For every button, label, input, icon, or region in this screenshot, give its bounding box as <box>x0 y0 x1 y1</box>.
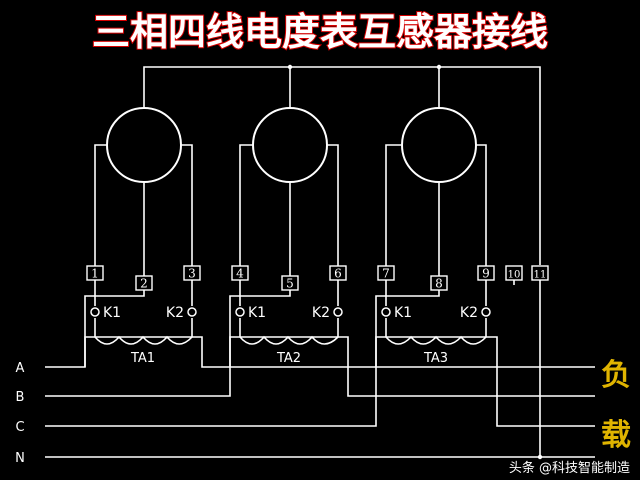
wires <box>45 64 595 460</box>
terminal-5: 5 <box>281 275 299 291</box>
tie-5 <box>229 290 291 367</box>
meter-1-coil-left <box>94 144 108 266</box>
terminal-label-10: 10 <box>508 270 521 281</box>
terminal-label-8: 8 <box>435 277 443 291</box>
k1-terminal-3 <box>381 307 391 317</box>
terminal-8: 8 <box>430 275 448 291</box>
terminal-3: 3 <box>183 265 201 281</box>
terminal-1: 1 <box>86 265 104 281</box>
meter-2-coil-right <box>327 144 339 266</box>
k2-label-2: K2 <box>312 305 330 321</box>
k1-label-3: K1 <box>394 305 412 321</box>
terminal-label-5: 5 <box>286 277 294 291</box>
line-c <box>45 336 595 427</box>
meter-3-coil-left <box>385 144 401 266</box>
terminal-4: 4 <box>231 265 249 281</box>
neutral-voltage-bus <box>143 66 541 265</box>
k2-terminal-3 <box>481 307 491 317</box>
ta-label-1: TA1 <box>130 351 155 366</box>
terminal-label-11: 11 <box>534 270 547 281</box>
load-label-2: 载 <box>601 418 631 453</box>
terminal-label-6: 6 <box>334 267 342 281</box>
terminal-label-3: 3 <box>188 267 196 281</box>
ta1-coil <box>94 335 193 345</box>
ta-label-3: TA3 <box>423 351 448 366</box>
line-label-a: A <box>16 361 25 376</box>
terminal-strip: 1 2 3 4 5 6 7 8 9 10 11 <box>86 265 549 291</box>
meter-1-circle <box>106 107 182 183</box>
meter-2-coil-left <box>239 144 253 266</box>
k1-label-1: K1 <box>103 305 121 321</box>
k2-terminal-1 <box>187 307 197 317</box>
meter-3-coil-right <box>476 144 487 266</box>
line-b <box>45 336 595 397</box>
line-labels: ABC N <box>15 361 25 466</box>
terminal-label-7: 7 <box>382 267 390 281</box>
line-a <box>45 336 595 368</box>
k2-label-3: K2 <box>460 305 478 321</box>
terminal-2: 2 <box>135 275 153 291</box>
terminal-label-1: 1 <box>91 267 99 281</box>
line-label-c: C <box>15 420 24 435</box>
k1-label-2: K1 <box>248 305 266 321</box>
line-label-n: N <box>15 451 25 466</box>
ta-label-2: TA2 <box>276 351 301 366</box>
ta2-coil <box>239 335 339 345</box>
k1-terminal-1 <box>90 307 100 317</box>
tie-2 <box>84 290 145 367</box>
meter-1-coil-right <box>181 144 193 266</box>
meter-2-circle <box>252 107 328 183</box>
terminal-label-2: 2 <box>140 277 148 291</box>
k2-terminal-2 <box>333 307 343 317</box>
terminal-9: 9 <box>477 265 495 281</box>
terminal-6: 6 <box>329 265 347 281</box>
ta3-coil <box>385 335 487 345</box>
terminal-label-9: 9 <box>482 267 490 281</box>
terminal-7: 7 <box>377 265 395 281</box>
watermark: 头条 @科技智能制造 <box>509 460 630 476</box>
diagram-title: 三相四线电度表互感器接线 <box>92 10 548 54</box>
load-label-1: 负 <box>601 358 631 393</box>
terminal-10: 10 <box>505 265 523 281</box>
meters <box>106 107 477 183</box>
line-label-b: B <box>16 390 25 405</box>
tie-8 <box>375 290 440 367</box>
meter-3-circle <box>401 107 477 183</box>
terminal-label-4: 4 <box>236 267 244 281</box>
k2-label-1: K2 <box>166 305 184 321</box>
terminal-11: 11 <box>531 265 549 281</box>
k1-terminal-2 <box>235 307 245 317</box>
